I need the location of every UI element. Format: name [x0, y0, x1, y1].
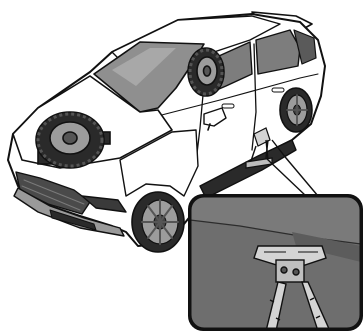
- rear-door-handle: [272, 88, 284, 92]
- jack-point-detail-inset: [188, 194, 363, 331]
- spare-tire-on-roof: [188, 48, 224, 96]
- front-wheel: [132, 192, 184, 252]
- rear-wheel: [280, 88, 312, 132]
- front-door-handle: [222, 104, 234, 108]
